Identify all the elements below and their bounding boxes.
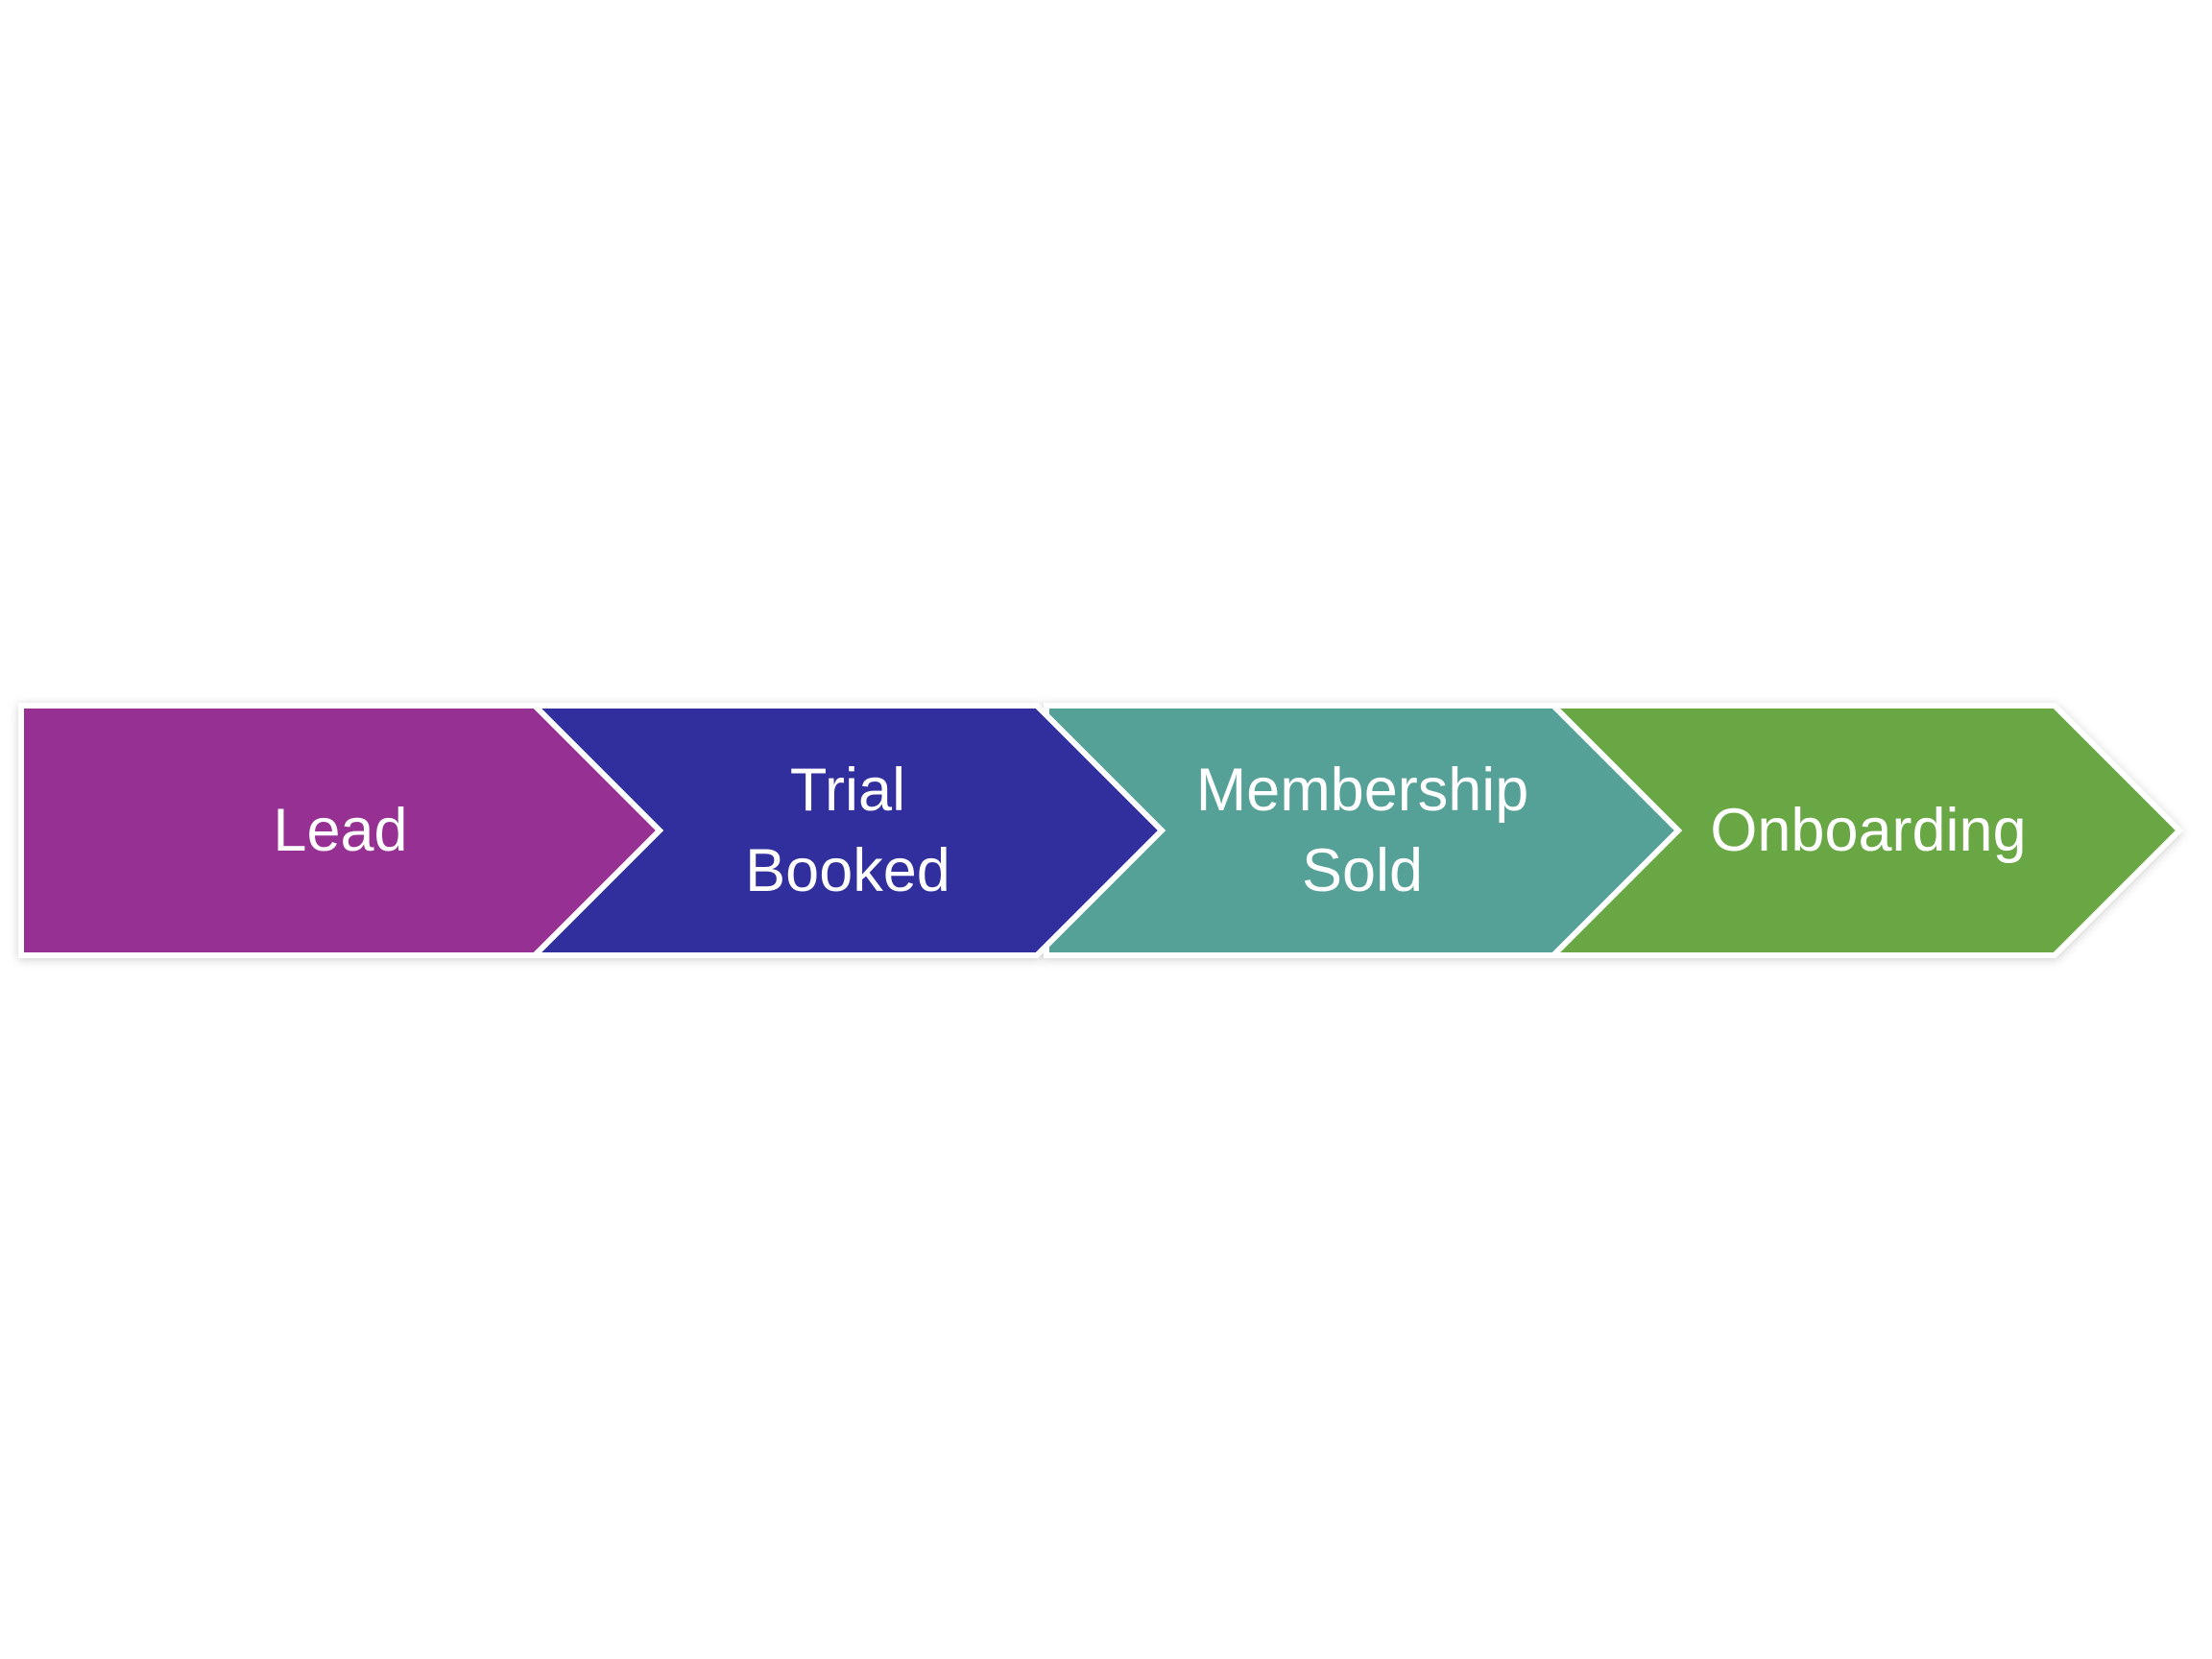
- chevron-lead-shape: [18, 703, 664, 958]
